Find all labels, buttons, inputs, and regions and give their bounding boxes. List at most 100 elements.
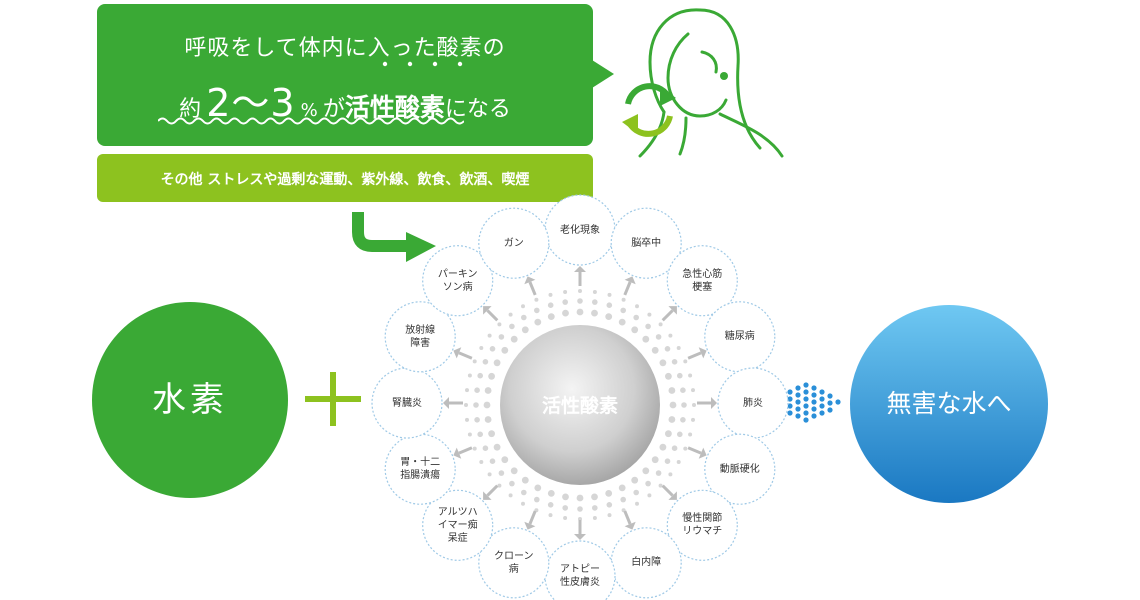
halo-dot xyxy=(665,372,672,380)
line2-emphasis: 活性酸素 xyxy=(344,93,445,122)
radial-arrows xyxy=(443,266,717,540)
disease-label: 白内障 xyxy=(631,557,662,569)
halo-dot xyxy=(534,307,540,314)
halo-dot xyxy=(642,335,650,343)
halo-dot xyxy=(668,333,673,338)
bubble-line-2: 約 2〜3 % が活性酸素になる xyxy=(97,72,593,127)
halo-dot xyxy=(509,323,515,330)
halo-dot xyxy=(665,430,672,438)
halo-dot xyxy=(676,346,681,350)
halo-dot xyxy=(472,359,477,364)
halo-dot xyxy=(477,372,484,379)
halo-dot xyxy=(473,402,479,408)
radial-arrow xyxy=(687,347,707,360)
halo-dot xyxy=(618,318,626,326)
halo-dot xyxy=(493,359,501,367)
halo-dot xyxy=(607,513,612,518)
halo-dot xyxy=(688,432,693,437)
halo-dot xyxy=(501,346,509,354)
halo-dot xyxy=(645,323,651,330)
halo-dot xyxy=(477,431,484,438)
halo-dot xyxy=(521,326,529,334)
halo-dot xyxy=(620,307,626,314)
halo-dot xyxy=(631,326,639,334)
halo-dot xyxy=(547,502,554,508)
halo-dot xyxy=(658,322,663,327)
halo-dot xyxy=(683,446,688,451)
halo-dot xyxy=(483,401,491,409)
plus-icon xyxy=(305,372,361,426)
halo-dot xyxy=(479,346,484,350)
halo-dot xyxy=(472,446,477,451)
halo-dot xyxy=(479,460,484,464)
halo-dot xyxy=(669,401,677,409)
disease-circles xyxy=(371,194,789,600)
halo-dot xyxy=(658,483,663,488)
halo-dot xyxy=(659,359,667,367)
halo-dot xyxy=(680,417,686,423)
halo-dot xyxy=(607,292,612,297)
halo-dot xyxy=(647,312,652,317)
halo-dot xyxy=(563,516,568,520)
disease-circle xyxy=(704,433,776,505)
disease-label: 脳卒中 xyxy=(631,237,662,249)
disease-label: 肺炎 xyxy=(743,397,763,409)
halo-dot xyxy=(562,505,568,511)
halo-dot xyxy=(647,493,652,498)
radial-arrow xyxy=(574,266,586,286)
halo-dot xyxy=(606,302,613,309)
halo-dot xyxy=(592,516,597,520)
halo-dot xyxy=(618,484,626,492)
halo-dot xyxy=(497,483,502,488)
halo-dot xyxy=(645,480,651,487)
halo-dot xyxy=(592,299,598,305)
halo-dot xyxy=(484,387,492,394)
radial-arrow xyxy=(453,446,473,459)
halo-dot xyxy=(681,402,687,408)
halo-dot xyxy=(677,431,683,438)
disease-circle xyxy=(704,301,776,373)
radial-arrow xyxy=(483,306,499,322)
halo-dot xyxy=(633,489,639,496)
halo-dot xyxy=(508,312,513,317)
halo-dot xyxy=(521,314,527,321)
halo-dot xyxy=(498,334,505,340)
disease-circle xyxy=(717,367,789,439)
halo-dot xyxy=(659,443,667,451)
halo-dot xyxy=(487,472,492,477)
halo-dot xyxy=(676,460,681,464)
woman-illustration xyxy=(638,8,784,158)
halo-dot xyxy=(655,334,662,340)
disease-label: 胃・十二指腸潰瘍 xyxy=(400,457,441,482)
halo-dot xyxy=(521,304,525,309)
line2-percent: % xyxy=(300,100,318,121)
disease-label: アトピー性皮膚炎 xyxy=(560,564,600,588)
radial-arrow xyxy=(623,510,636,530)
halo-dot xyxy=(534,484,542,492)
halo-dot xyxy=(501,456,509,464)
radial-arrow xyxy=(524,276,537,296)
halo-dot xyxy=(677,372,683,379)
disease-label: パーキンソン病 xyxy=(437,268,478,293)
halo-dot xyxy=(592,290,597,294)
halo-dot xyxy=(489,458,496,465)
halo-dot xyxy=(664,458,671,465)
halo-dot xyxy=(484,416,492,423)
halo-dot xyxy=(578,289,582,293)
line2-particle: が xyxy=(322,97,345,122)
disease-label: ガン xyxy=(503,237,524,249)
halo-dot xyxy=(562,309,569,317)
halo-dot xyxy=(651,346,659,354)
halo-dot xyxy=(606,502,613,508)
disease-circle xyxy=(478,207,550,279)
harmless-water-circle xyxy=(850,305,1048,503)
disease-label: 動脈硬化 xyxy=(719,463,760,475)
radial-arrow xyxy=(574,520,586,540)
line2-number: 2〜3 xyxy=(206,81,296,125)
other-causes-text: その他 ストレスや過剰な運動、紫外線、飲食、飲酒、喫煙 xyxy=(160,172,530,188)
disease-circle xyxy=(610,207,682,279)
halo-dot xyxy=(467,432,472,437)
halo-dot xyxy=(482,359,489,365)
disease-label: 慢性関節リウマチ xyxy=(682,513,723,538)
cycle-arrows-icon xyxy=(622,83,676,137)
